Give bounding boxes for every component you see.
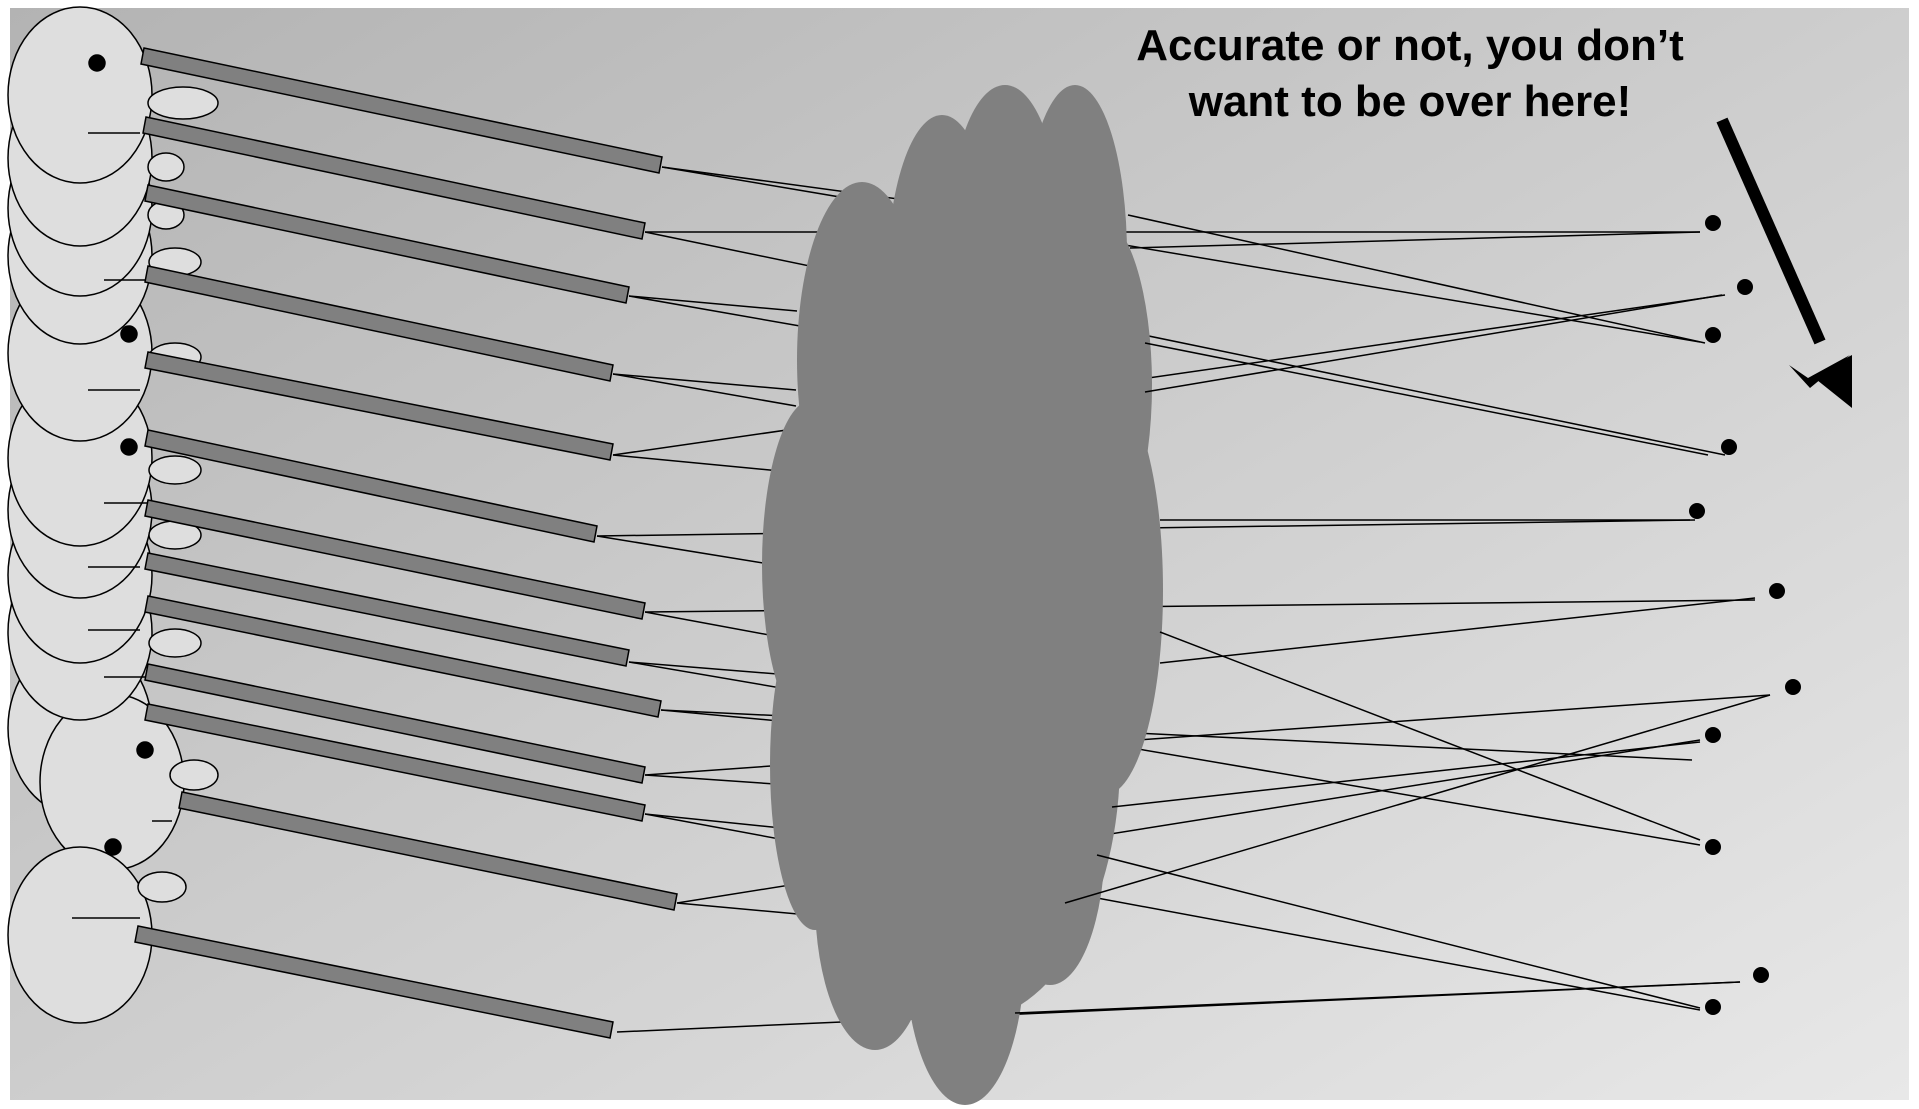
rifle-barrel (144, 595, 662, 718)
impact-group (1689, 215, 1801, 1015)
face-icon (7, 846, 153, 1024)
trajectory (612, 454, 781, 472)
rifle-barrel (134, 925, 614, 1039)
nose (147, 152, 185, 182)
rifle-barrel (144, 265, 614, 382)
hit-dot (1721, 439, 1737, 455)
rifle-barrel (144, 499, 646, 620)
trajectory (628, 295, 798, 312)
hit-dot (1689, 503, 1705, 519)
trajectory (612, 373, 797, 407)
trajectory (1064, 694, 1771, 904)
warning-caption: Accurate or not, you don’t want to be ov… (1090, 18, 1730, 130)
nose (148, 455, 202, 485)
nose (147, 86, 219, 120)
rifle-barrel (144, 703, 646, 822)
trajectory (1159, 597, 1756, 664)
trajectory (644, 611, 781, 638)
trajectory (644, 774, 791, 786)
trajectory (1014, 981, 1741, 1014)
arrow-down-right-icon (1716, 117, 1852, 408)
shooter-group (7, 6, 185, 1024)
rifle-barrel (144, 663, 646, 784)
barrel-group (134, 47, 678, 1039)
rifle-barrel (144, 351, 614, 461)
trajectory (661, 166, 1701, 343)
smoke-cloud (762, 85, 1163, 1105)
rifle-barrel (144, 429, 598, 543)
eye (88, 54, 106, 72)
nose (148, 628, 202, 658)
eye (120, 438, 138, 456)
trajectory (1096, 854, 1701, 1009)
hit-dot (1785, 679, 1801, 695)
nose (137, 871, 187, 903)
bottom-strip (0, 1100, 1919, 1109)
eye (136, 741, 154, 759)
trajectory (628, 295, 801, 327)
hit-dot (1769, 583, 1785, 599)
caption-line-1: Accurate or not, you don’t (1136, 21, 1684, 70)
hit-dot (1737, 279, 1753, 295)
rifle-barrel (144, 184, 630, 304)
nose (169, 759, 219, 791)
trajectory (660, 709, 791, 723)
rifle-barrel (178, 791, 678, 911)
eye (104, 838, 122, 856)
trajectory (628, 661, 791, 676)
eye (120, 325, 138, 343)
hit-dot (1705, 839, 1721, 855)
rifle-barrel (144, 552, 630, 667)
trajectory (1159, 631, 1701, 841)
hit-dot (1705, 999, 1721, 1015)
caption-line-2: want to be over here! (1188, 77, 1632, 126)
feature-group (72, 54, 172, 919)
trajectory (1129, 231, 1701, 249)
trajectory (1144, 342, 1709, 456)
trajectory (1127, 214, 1706, 344)
exit-trajectory-group (1014, 214, 1771, 1014)
hit-dot (1753, 967, 1769, 983)
rifle-barrel (140, 47, 663, 174)
hit-dot (1705, 215, 1721, 231)
hit-dot (1705, 327, 1721, 343)
trajectory (596, 535, 776, 566)
trajectory (1111, 741, 1701, 808)
rifle-barrel (142, 116, 646, 240)
trajectory (1144, 294, 1723, 393)
trajectory (612, 373, 797, 391)
face-icon (7, 6, 153, 184)
hit-dot (1705, 727, 1721, 743)
